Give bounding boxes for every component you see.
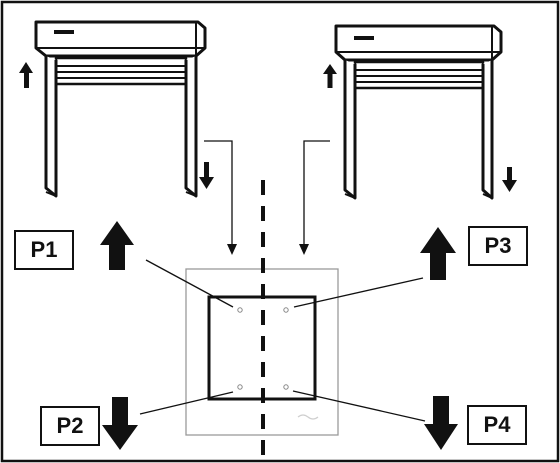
left-leader-arrowhead-icon [227,244,237,255]
right-machine-up-arrow-icon [323,64,337,88]
bolt-hole-p3 [283,307,289,313]
label-p4: P4 [467,405,527,445]
p1-up-arrow-icon [100,221,134,270]
label-p1: P1 [14,230,74,270]
right-leader-arrowhead-icon [299,244,309,255]
bolt-holes [237,307,289,390]
plate-logo-mark [297,414,319,420]
left-machine-down-arrow-icon [199,162,214,189]
pointer-lines [139,259,426,422]
bolt-hole-p4 [283,384,289,390]
p4-down-arrow-icon [424,396,458,450]
leader-lines [204,140,330,246]
right-machine-down-arrow-icon [502,167,517,192]
bolt-hole-p1 [237,307,243,313]
p2-down-arrow-icon [102,397,138,450]
left-machine-icon [34,20,207,198]
label-p2: P2 [40,406,100,446]
right-machine-icon [334,24,503,200]
label-p3: P3 [468,226,528,266]
left-machine-up-arrow-icon [19,62,33,88]
bolt-hole-p2 [237,384,243,390]
p3-up-arrow-icon [420,227,456,280]
